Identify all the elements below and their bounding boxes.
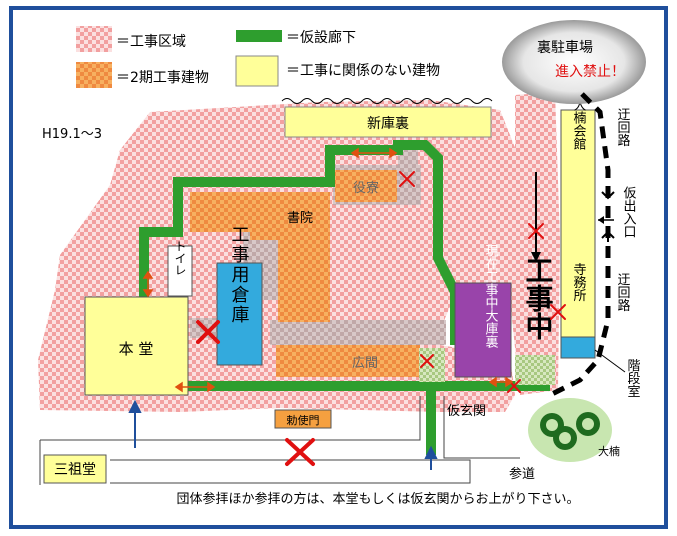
legend-unrelated-label: ＝工事に関係のない建物 [286,63,440,79]
building-shinkoura [284,106,492,138]
detour-arrow-up [601,230,615,242]
temp-exit-label: 仮出入口 [621,186,637,238]
building-yakuryo-label: 役寮 [353,180,379,196]
building-okusu-hall [560,109,596,359]
stairs-box [560,336,596,359]
rear-parking-label: 裏駐車場 [537,39,593,56]
building-sansodo [43,454,107,484]
kouri-label: 現在工事中大庫裏 [483,244,499,349]
legend-corridor-label: ＝仮設廊下 [286,29,356,46]
approach-road-label: 参道 [509,466,535,482]
detour-top-label: 迂回路 [615,108,631,147]
sansodo-label: 三祖堂 [54,462,96,478]
notice-text: 団体参拝ほか参拝の方は、本堂もしくは仮玄関からお上がり下さい。 [176,491,579,507]
legend-phase2-label: ＝2期工事建物 [116,70,209,86]
building-current-kouri [454,282,512,378]
under-construction-label: 工事中 [522,256,555,340]
entrance-arrows [128,399,438,470]
building-hiroma [276,345,420,377]
stairs-room-label: 階段室 [625,359,641,398]
green-patch-2 [515,355,555,385]
legend-unrelated-swatch [235,55,279,87]
legend: ＝工事区域 ＝2期工事建物 ＝仮設廊下 ＝工事に関係のない建物 [76,26,440,88]
building-toilet-label: トイレ [173,240,187,276]
date-label: H19.1〜3 [42,127,102,142]
building-toilet [167,245,193,297]
building-yakuryo [335,170,397,202]
big-camphor-trees [528,398,612,462]
building-shinkoura-label: 新庫裏 [367,115,409,132]
legend-zone-swatch [76,26,112,52]
temp-entrance-label: 仮玄関 [447,404,486,419]
detour-arrow-down [601,188,615,200]
boundary-wave [281,98,493,104]
building-storage [216,262,263,366]
legend-zone-label: ＝工事区域 [116,34,186,50]
passage-arrows [142,147,514,393]
closed-marks-small [399,171,566,393]
chokushimon-label: 勅使門 [287,414,320,427]
okusu-hall-label: 大楠会館 [571,98,587,150]
building-shoin [190,192,330,322]
legend-phase2-swatch [76,62,112,88]
detour-bottom-label: 迂回路 [615,273,631,312]
building-shoin-label: 書院 [287,211,313,226]
big-camphor-label: 大楠 [598,444,620,458]
building-storage-label: 工事用倉庫 [229,225,250,325]
legend-corridor-swatch [236,30,282,42]
building-hondo [84,296,189,396]
building-chokushimon [274,409,332,429]
building-hondo-label: 本 堂 [119,340,154,358]
closed-marks [196,320,315,466]
building-hiroma-label: 広間 [352,356,378,371]
temple-office-label: 寺務所 [571,263,587,302]
rear-parking-area [502,20,646,104]
no-entry-label: 進入禁止！ [555,64,625,80]
